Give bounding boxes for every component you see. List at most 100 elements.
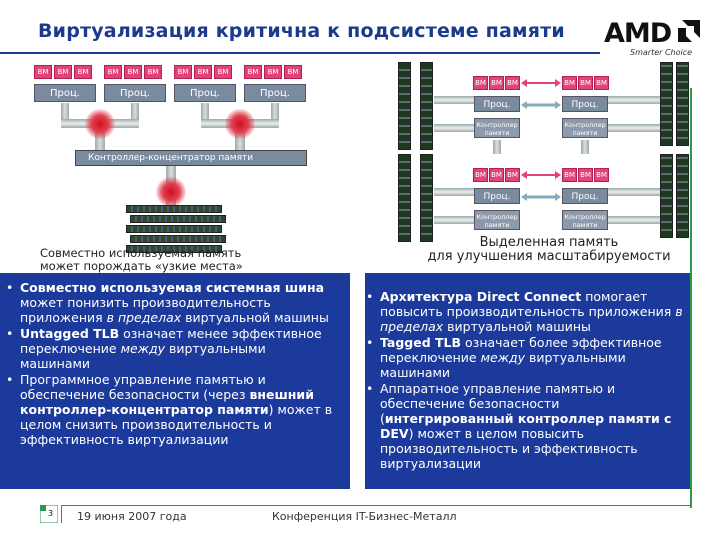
left-caption: Совместно используемая память может поро… xyxy=(40,247,310,273)
bullet-text: ) может в целом повысить производительно… xyxy=(380,426,638,471)
bullet-text: Архитектура Direct Connect xyxy=(380,289,582,304)
memory-module xyxy=(126,205,222,213)
memory-module xyxy=(130,235,226,243)
vm-box: ВМ xyxy=(473,168,488,182)
bullet-item: Untagged TLB означает менее эффективное … xyxy=(6,326,336,371)
vm-box: ВМ xyxy=(489,168,504,182)
bullet-text: в пределах xyxy=(106,310,182,325)
hypertransport-link xyxy=(434,216,474,224)
vm-box: ВМ xyxy=(473,76,488,90)
bullet-item: Совместно используемая системная шина мо… xyxy=(6,280,336,325)
bullet-text: Untagged TLB xyxy=(20,326,120,341)
memory-module xyxy=(676,154,689,238)
vm-box: ВМ xyxy=(505,76,520,90)
processor-box: Проц. xyxy=(104,84,166,102)
bus-pipe xyxy=(95,127,105,151)
left-caption-line1: Совместно используемая память xyxy=(40,246,242,260)
vm-box: ВМ xyxy=(124,65,142,79)
bullet-text: означает более эффективное переключение xyxy=(380,335,662,365)
processor-box: Проц. xyxy=(174,84,236,102)
hypertransport-link xyxy=(608,188,660,196)
footer-rule xyxy=(40,505,692,506)
bullet-text: между xyxy=(480,350,526,365)
bullet-text: в пределах xyxy=(380,304,683,334)
bullet-text: виртуальной машины xyxy=(443,319,591,334)
bullet-item: Программное управление памятью и обеспеч… xyxy=(6,372,336,447)
page-badge-icon xyxy=(40,505,58,523)
footer-conference: Конференция IT-Бизнес-Металл xyxy=(272,510,457,523)
bullet-text: виртуальными машинами xyxy=(20,341,266,371)
amd-logo: AMD Smarter Choice xyxy=(604,18,700,57)
vm-box: ВМ xyxy=(194,65,212,79)
vm-box: ВМ xyxy=(284,65,302,79)
bus-pipe xyxy=(201,103,209,123)
bullet-text: помогает повысить производительность при… xyxy=(380,289,676,319)
vm-box: ВМ xyxy=(174,65,192,79)
right-caption-line2: для улучшения масштабируемости xyxy=(427,249,671,264)
bullet-text: интегрированный контроллер памяти с DEV xyxy=(380,411,672,441)
page-number-text: 3 xyxy=(47,509,54,518)
bullet-text: внешний контроллер-концентратор памяти xyxy=(20,387,314,417)
vm-box: ВМ xyxy=(244,65,262,79)
logo-tagline: Smarter Choice xyxy=(630,48,693,57)
bullet-text: между xyxy=(120,341,166,356)
bullet-text: означает менее эффективное переключение xyxy=(20,326,322,356)
double-arrow-icon xyxy=(521,171,561,179)
left-bullet-list: Совместно используемая системная шина мо… xyxy=(6,280,336,448)
vm-box: ВМ xyxy=(594,76,609,90)
hypertransport-link xyxy=(434,96,474,104)
memory-module xyxy=(420,62,433,150)
bullet-item: Архитектура Direct Connect помогает повы… xyxy=(366,289,686,334)
bullet-text: Совместно используемая системная шина xyxy=(20,280,325,295)
processor-box: Проц. xyxy=(474,188,520,204)
processor-box: Проц. xyxy=(562,188,608,204)
memory-module xyxy=(126,225,222,233)
bottleneck-glow xyxy=(156,177,186,207)
bottleneck-glow xyxy=(225,109,255,139)
logo-brand: AMD xyxy=(604,18,672,49)
memory-module xyxy=(676,62,689,146)
processor-box: Проц. xyxy=(244,84,306,102)
bus-pipe xyxy=(235,127,245,151)
left-caption-line2: может порождать «узкие места» xyxy=(40,259,243,273)
bullet-text: ) может в целом снизить производительнос… xyxy=(20,402,333,447)
slide-title: Виртуализация критична к подсистеме памя… xyxy=(38,20,565,42)
vm-box: ВМ xyxy=(144,65,162,79)
bullet-text: Программное управление памятью и обеспеч… xyxy=(20,372,266,402)
vm-box: ВМ xyxy=(34,65,52,79)
processor-box: Проц. xyxy=(562,96,608,112)
vm-box: ВМ xyxy=(104,65,122,79)
controller-label-line1: Контроллер xyxy=(476,213,518,221)
footer-date: 19 июня 2007 года xyxy=(77,510,187,523)
hypertransport-link xyxy=(493,140,501,154)
processor-box: Проц. xyxy=(474,96,520,112)
vm-box: ВМ xyxy=(54,65,72,79)
vm-box: ВМ xyxy=(578,76,593,90)
memory-module xyxy=(660,62,673,146)
controller-label-line2: памяти xyxy=(484,129,510,137)
right-caption: Выделенная память для улучшения масштаби… xyxy=(402,236,696,264)
double-arrow-icon xyxy=(521,79,561,87)
double-arrow-icon xyxy=(521,101,561,109)
vm-box: ВМ xyxy=(214,65,232,79)
vm-box: ВМ xyxy=(74,65,92,79)
memory-module xyxy=(398,154,411,242)
controller-label-line1: Контроллер xyxy=(476,121,518,129)
right-rule xyxy=(690,88,692,508)
controller-label-line2: памяти xyxy=(484,221,510,229)
bullet-item: Аппаратное управление памятью и обеспече… xyxy=(366,381,686,471)
hypertransport-link xyxy=(434,124,474,132)
title-rule xyxy=(0,52,600,54)
bullet-text: виртуальными машинами xyxy=(380,350,626,380)
bullet-text: Tagged TLB xyxy=(380,335,462,350)
memory-module xyxy=(126,245,222,253)
page-number: 3 xyxy=(40,505,62,523)
controller-label-line2: памяти xyxy=(572,221,598,229)
hypertransport-link xyxy=(608,124,660,132)
